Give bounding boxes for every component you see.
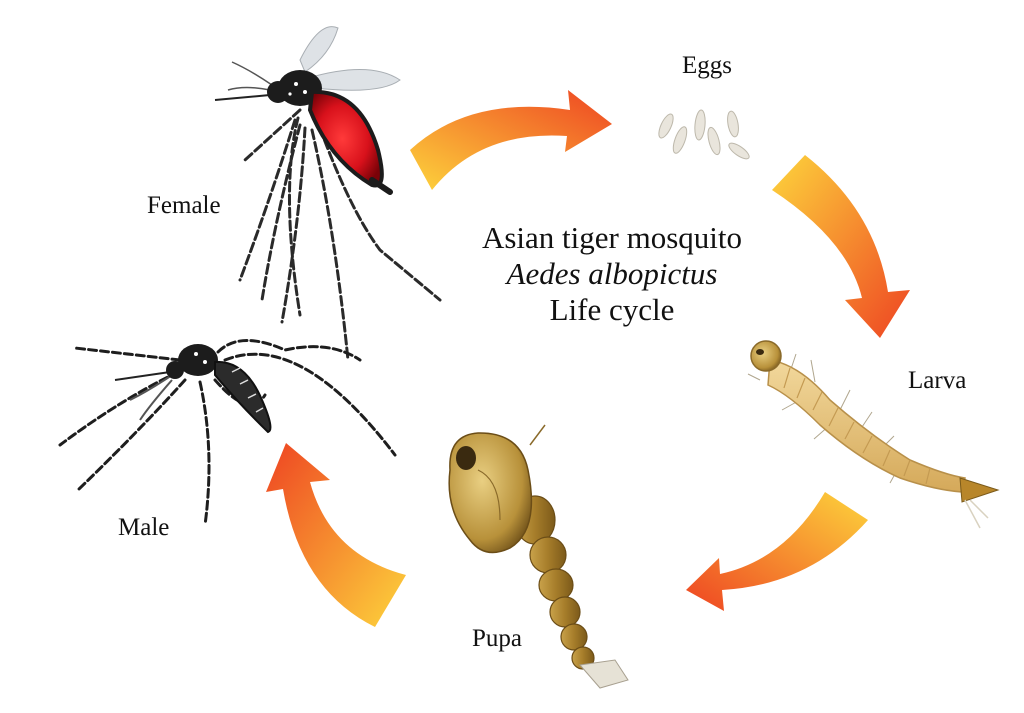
label-eggs: Eggs bbox=[682, 52, 732, 79]
label-pupa: Pupa bbox=[472, 625, 522, 652]
egg-cluster-icon bbox=[658, 109, 750, 160]
male-mosquito-icon bbox=[58, 339, 397, 527]
larva-icon bbox=[747, 340, 1000, 529]
label-larva: Larva bbox=[908, 367, 967, 394]
scientific-name: Aedes albopictus bbox=[506, 256, 718, 291]
arrow-larva-to-pupa bbox=[686, 492, 868, 611]
diagram-title: Asian tiger mosquito Aedes albopictus Li… bbox=[412, 220, 812, 328]
arrow-eggs-to-larva bbox=[772, 155, 910, 338]
label-male: Male bbox=[118, 514, 170, 541]
female-mosquito-icon bbox=[214, 26, 442, 362]
arrow-pupa-to-male bbox=[266, 443, 406, 627]
label-female: Female bbox=[147, 192, 221, 219]
common-name: Asian tiger mosquito bbox=[481, 220, 743, 255]
title-subtitle: Life cycle bbox=[549, 292, 675, 327]
pupa-icon bbox=[448, 424, 629, 689]
arrow-female-to-eggs bbox=[410, 90, 612, 190]
